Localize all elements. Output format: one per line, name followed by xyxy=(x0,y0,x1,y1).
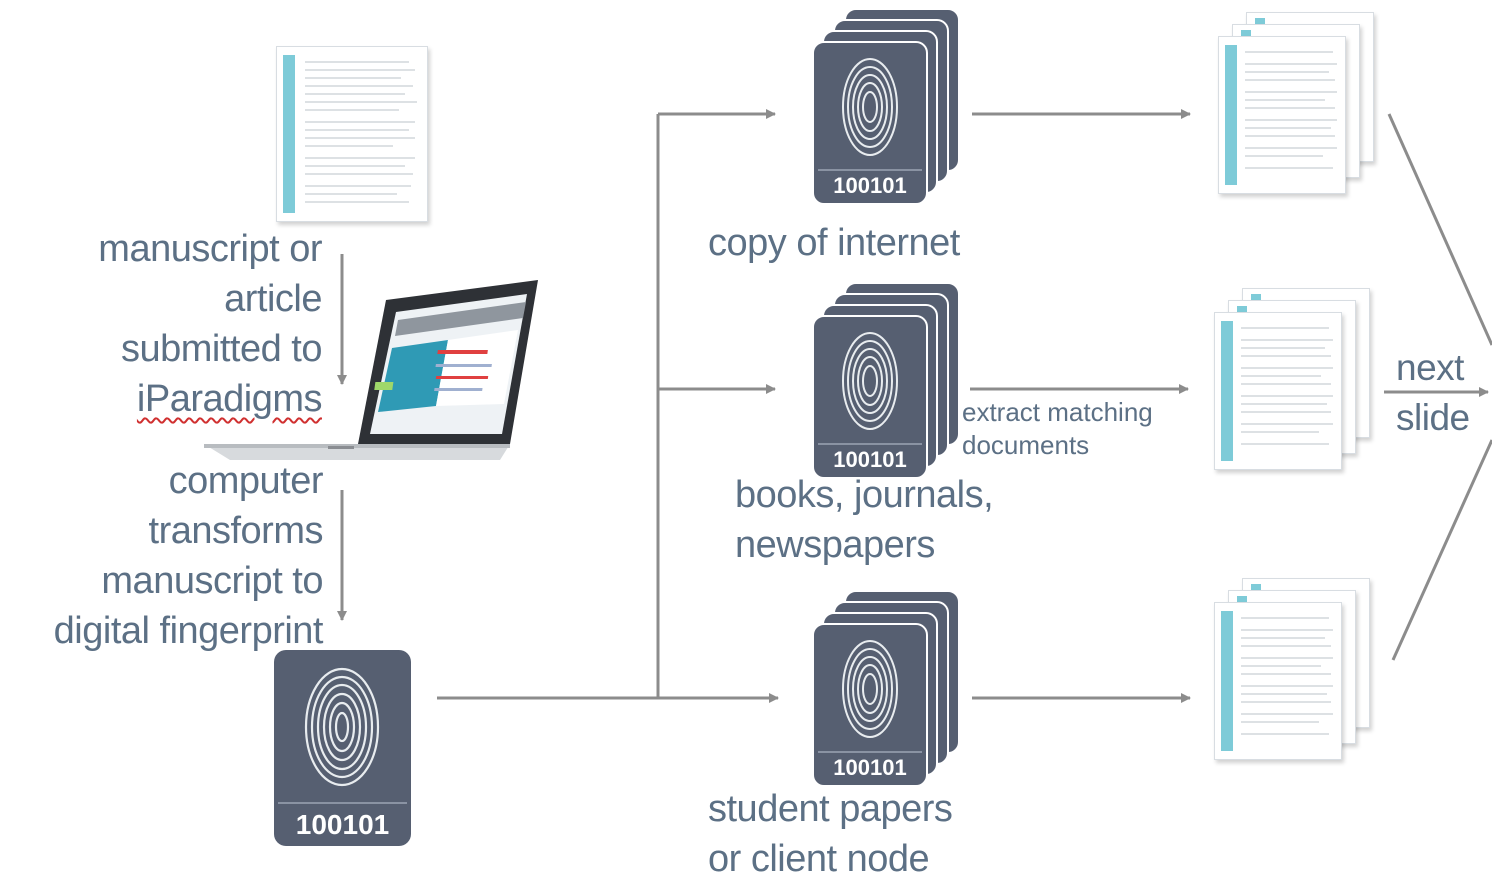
computer-line-2: transforms xyxy=(148,510,324,552)
computer-line-4: digital fingerprint xyxy=(53,610,324,652)
computer-line-1: computer xyxy=(168,460,324,502)
source-fingerprint-card: 100101 xyxy=(274,650,411,846)
next-line-1: next xyxy=(1396,347,1464,388)
computer-label: computer transforms manuscript to digita… xyxy=(0,456,324,656)
fingerprint-code: 100101 xyxy=(833,447,907,472)
extract-label: extract matching documents xyxy=(962,396,1153,462)
fingerprint-code: 100101 xyxy=(833,755,907,780)
students-line-2: or client node xyxy=(708,838,930,880)
students-label: student papers or client node xyxy=(708,784,953,884)
extract-line-2: documents xyxy=(962,430,1090,460)
books-fingerprint-stack: 100101 xyxy=(812,282,960,479)
manuscript-line-1: manuscript or xyxy=(98,228,322,270)
books-line-2: newspapers xyxy=(735,524,935,566)
fingerprint-code: 100101 xyxy=(295,809,390,840)
internet-fingerprint-stack: 100101 xyxy=(812,8,960,205)
copy-internet-label: copy of internet xyxy=(708,222,960,264)
manuscript-line-2: article xyxy=(224,278,322,320)
source-document-icon xyxy=(272,44,432,224)
next-slide-label: next slide xyxy=(1396,343,1470,443)
students-line-1: student papers xyxy=(708,788,953,830)
manuscript-line-3: submitted to xyxy=(121,328,323,370)
arrow-converge-bottom xyxy=(1391,439,1492,661)
manuscript-label: manuscript or article submitted to iPara… xyxy=(20,224,322,424)
extract-line-1: extract matching xyxy=(962,397,1153,427)
manuscript-line-4: iParadigms xyxy=(136,378,323,420)
computer-line-3: manuscript to xyxy=(101,560,323,602)
laptop-icon xyxy=(204,280,538,460)
books-line-1: books, journals, xyxy=(735,474,994,516)
fingerprint-code: 100101 xyxy=(833,173,907,198)
fingerprint-icon xyxy=(842,640,898,738)
fingerprint-icon xyxy=(304,667,380,787)
next-line-2: slide xyxy=(1396,397,1470,438)
matched-documents-internet xyxy=(1206,12,1378,196)
fingerprint-icon xyxy=(842,58,898,156)
students-fingerprint-stack: 100101 xyxy=(812,590,960,787)
matched-documents-books xyxy=(1202,288,1374,472)
matched-documents-students xyxy=(1202,578,1374,762)
arrow-converge-top xyxy=(1387,113,1492,346)
books-label: books, journals, newspapers xyxy=(735,470,994,570)
fingerprint-icon xyxy=(842,332,898,430)
